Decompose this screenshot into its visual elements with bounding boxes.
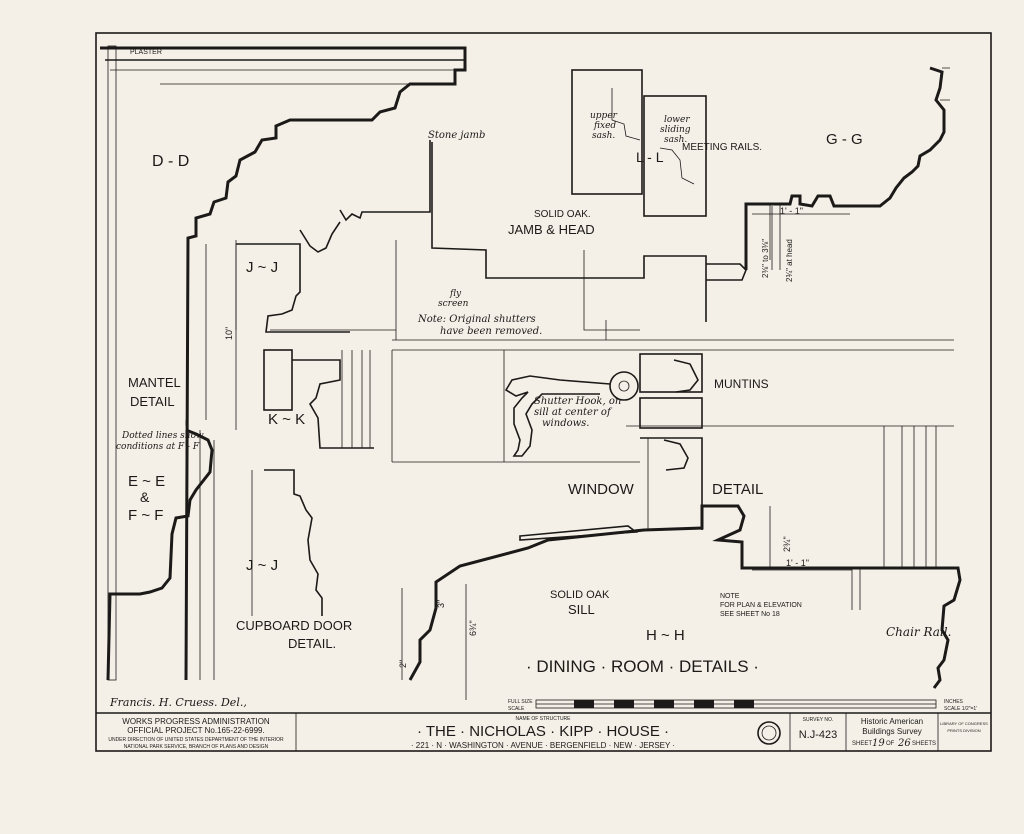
muntins-section xyxy=(391,349,954,463)
shutter-hook-note-3: windows. xyxy=(542,418,590,429)
habs-line-2: Buildings Survey xyxy=(862,727,922,736)
upper-sash-label: upper xyxy=(590,111,618,121)
plan-note: NOTE xyxy=(720,593,740,600)
upper-sash-section xyxy=(571,69,643,195)
section-ee-ff-profile xyxy=(106,420,215,681)
mantel-detail-label: MANTEL xyxy=(128,375,181,390)
muntins-label: MUNTINS xyxy=(714,377,769,391)
survey-number: N.J-423 xyxy=(799,729,838,741)
structure-address: · 221 · N · WASHINGTON · AVENUE · BERGEN… xyxy=(411,741,675,750)
sheet-total: 26 xyxy=(897,738,911,749)
lower-sash-label-3: sash. xyxy=(664,135,687,145)
window-jamb-head xyxy=(392,69,954,341)
section-jj-top-profile xyxy=(205,243,396,420)
scale-right-label: INCHES xyxy=(944,699,964,705)
shutters-note: Note: Original shutters xyxy=(417,314,536,325)
fly-screen-label-2: screen xyxy=(438,299,469,309)
ampersand-label: & xyxy=(140,489,150,505)
section-kk-label: K ~ K xyxy=(268,411,305,428)
dotted-lines-note: Dotted lines show xyxy=(121,431,204,441)
dim-1-1-bottom: 1' - 1" xyxy=(786,558,809,568)
jamb-head-label: JAMB & HEAD xyxy=(508,222,595,237)
of-word: OF xyxy=(886,741,895,747)
meeting-rails-label: MEETING RAILS. xyxy=(682,142,762,153)
upper-sash-label-3: sash. xyxy=(592,131,615,141)
survey-caption: SURVEY NO. xyxy=(803,717,834,723)
library-stamp-line-2: PRINTS DIVISION xyxy=(947,728,980,733)
section-gg-label: G - G xyxy=(826,131,863,148)
lower-sash-label: lower xyxy=(664,115,690,125)
shutter-hook-drawing xyxy=(504,371,639,457)
cupboard-door-label-2: DETAIL. xyxy=(288,636,336,651)
window-detail-lower xyxy=(408,426,962,689)
section-ff-label: F ~ F xyxy=(128,507,163,524)
dim-2-38: 2⅜" to 3⅜" xyxy=(761,239,770,278)
dotted-lines-note-2: conditions at F - F xyxy=(116,442,200,452)
sheets-word: SHEETS xyxy=(912,741,936,747)
shutter-hook-note: Shutter Hook, on xyxy=(534,396,621,407)
wpa-line-4: NATIONAL PARK SERVICE, BRANCH OF PLANS A… xyxy=(124,744,269,750)
lower-sash-label-2: sliding xyxy=(660,125,691,135)
dim-2-34-b: 2¾" xyxy=(782,536,792,552)
dim-3in: 3" xyxy=(436,600,446,608)
sheet-word: SHEET xyxy=(852,741,872,747)
detail-label: DETAIL xyxy=(712,481,763,498)
upper-sash-label-2: fixed xyxy=(593,121,616,131)
section-gg-profile xyxy=(706,66,950,281)
library-stamp-line-1: LIBRARY OF CONGRESS xyxy=(940,721,988,726)
solid-oak-sill-label: SOLID OAK xyxy=(550,589,610,601)
stone-jamb-label: Stone jamb xyxy=(428,130,485,141)
dim-10in: 10" xyxy=(224,327,234,340)
scale-right-label-2: SCALE 1/2"=1' xyxy=(944,706,977,712)
wpa-line-1: WORKS PROGRESS ADMINISTRATION xyxy=(122,717,270,726)
section-jj-top-label: J ~ J xyxy=(246,259,278,276)
scale-left-label: FULL SIZE xyxy=(508,699,533,705)
section-jj-bottom-label: J ~ J xyxy=(246,557,278,574)
section-hh-label: H ~ H xyxy=(646,627,685,644)
dim-6-34: 6¾" xyxy=(468,620,478,636)
cupboard-door-label: CUPBOARD DOOR xyxy=(236,618,352,633)
solid-oak-label: SOLID OAK. xyxy=(534,209,591,220)
solid-oak-sill-label-2: SILL xyxy=(568,602,595,617)
dining-room-details-title: · DINING · ROOM · DETAILS · xyxy=(526,657,759,676)
section-ee-label: E ~ E xyxy=(128,473,165,490)
wpa-line-2: OFFICIAL PROJECT No.165-22-6999. xyxy=(127,726,264,735)
survey-seal xyxy=(757,721,781,745)
dim-2-34: 2¾" at head xyxy=(785,239,794,282)
structure-name: · THE · NICHOLAS · KIPP · HOUSE · xyxy=(417,723,669,740)
scale-bar xyxy=(535,699,937,709)
plan-note-3: SEE SHEET No 18 xyxy=(720,611,780,618)
chair-rail-label: Chair Rail. xyxy=(886,625,951,639)
section-ll-label: L - L xyxy=(636,149,664,165)
plaster-label: PLASTER xyxy=(130,49,162,56)
dimension-lines xyxy=(235,204,852,700)
plaster-hatch xyxy=(107,45,117,681)
sheet-border xyxy=(95,32,992,752)
fly-screen-label: fly xyxy=(449,289,462,299)
plan-note-2: FOR PLAN & ELEVATION xyxy=(720,602,802,609)
dim-2in: 2" xyxy=(398,660,408,668)
section-kk-profile xyxy=(263,349,374,449)
lower-sash-section xyxy=(643,95,707,217)
sheet-number: 19 xyxy=(872,738,885,749)
wpa-line-3: UNDER DIRECTION OF UNITED STATES DEPARTM… xyxy=(108,737,284,743)
window-label: WINDOW xyxy=(568,481,635,498)
mantel-detail-label-2: DETAIL xyxy=(130,394,175,409)
section-dd-profile xyxy=(100,45,467,681)
habs-line-1: Historic American xyxy=(861,717,923,726)
delineator-credit: Francis. H. Cruess. Del., xyxy=(109,696,247,709)
section-jj-bottom-profile xyxy=(251,469,323,616)
section-dd-label: D - D xyxy=(152,153,189,170)
shutter-hook-note-2: sill at center of xyxy=(534,407,613,418)
sill-strip xyxy=(519,525,639,541)
shutters-note-2: have been removed. xyxy=(440,326,542,337)
scale-left-label-2: SCALE xyxy=(508,706,525,712)
structure-caption: NAME OF STRUCTURE xyxy=(516,716,572,722)
dim-1-1-top: 1' - 1" xyxy=(780,206,803,216)
